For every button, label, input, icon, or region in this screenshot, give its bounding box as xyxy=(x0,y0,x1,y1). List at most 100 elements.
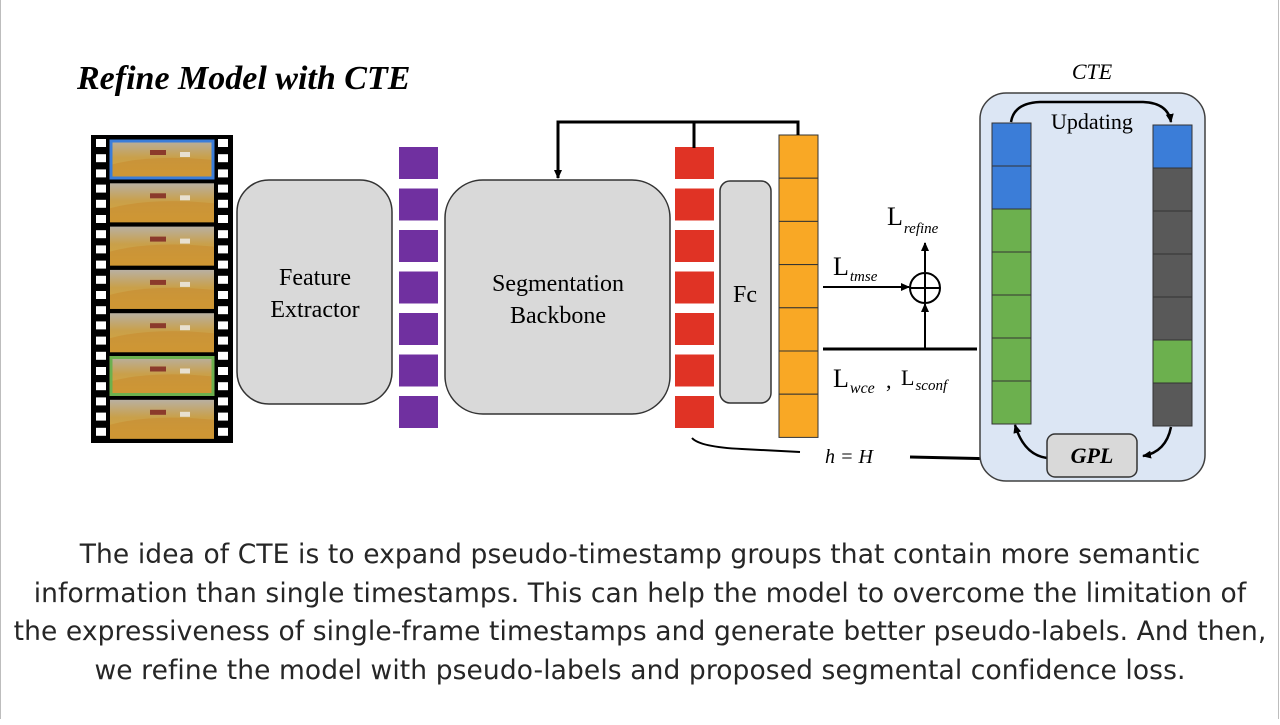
red-to-h-curve xyxy=(691,437,801,453)
fc-block: Fc xyxy=(719,180,772,404)
sprocket-hole xyxy=(218,215,228,223)
sprocket-hole xyxy=(96,291,106,299)
frame-object xyxy=(180,195,190,201)
sprocket-hole xyxy=(96,169,106,178)
frame-object xyxy=(180,411,190,417)
sprocket-hole xyxy=(96,336,106,345)
frame-table-surface xyxy=(110,374,214,396)
frame-highlight-blue xyxy=(109,139,215,180)
segmentation-backbone-label-line1: Segmentation xyxy=(492,271,624,297)
prediction-cell xyxy=(778,177,819,222)
cte-input-cell xyxy=(991,337,1032,382)
feature-extractor-box xyxy=(236,179,393,405)
sprocket-hole xyxy=(96,367,106,375)
sprocket-hole xyxy=(218,245,228,254)
backbone-output-column xyxy=(675,147,714,428)
cte-input-column xyxy=(991,122,1032,425)
backbone-output-cell xyxy=(675,147,714,179)
frame-object xyxy=(150,193,166,199)
sprocket-hole xyxy=(218,139,228,147)
sprocket-hole xyxy=(218,397,228,406)
backbone-output-cell xyxy=(675,354,714,387)
sprocket-hole xyxy=(96,154,106,163)
sprocket-hole xyxy=(218,382,228,391)
feature-vector-cell xyxy=(399,230,438,262)
sprocket-hole xyxy=(96,351,106,360)
cte-output-cell xyxy=(1152,296,1193,341)
sprocket-hole xyxy=(96,306,106,315)
slide-title: Refine Model with CTE xyxy=(76,60,410,97)
prediction-cell xyxy=(778,393,819,438)
right-to-gpl-arrow xyxy=(1142,426,1173,459)
video-frame-thumbnail xyxy=(110,183,214,223)
backbone-output-cell xyxy=(675,188,714,221)
cte-output-cell xyxy=(1152,167,1193,212)
sprocket-hole xyxy=(218,351,228,360)
backbone-output-cell xyxy=(675,271,714,304)
sprocket-hole xyxy=(218,367,228,375)
cte-updating-label: Updating xyxy=(1051,109,1133,134)
video-frame-thumbnail xyxy=(109,139,215,180)
sprocket-hole xyxy=(96,321,106,330)
loss-refine-label: Lrefine xyxy=(887,202,939,237)
video-frame-thumbnail xyxy=(110,313,214,353)
sprocket-hole xyxy=(218,230,228,239)
feature-extractor-label-line2: Extractor xyxy=(270,297,359,323)
sprocket-hole xyxy=(96,230,106,239)
sprocket-hole xyxy=(218,336,228,345)
sprocket-hole xyxy=(96,427,106,436)
sprocket-hole xyxy=(218,427,228,436)
h-equation-label: h = H xyxy=(825,446,874,468)
frame-object xyxy=(150,323,166,329)
sprocket-hole xyxy=(218,260,228,269)
cte-input-cell xyxy=(991,294,1032,339)
sprocket-hole xyxy=(218,275,228,284)
cte-input-cell xyxy=(991,165,1032,210)
gpl-box xyxy=(1046,433,1138,478)
cte-output-cell xyxy=(1152,210,1193,255)
frame-table-surface xyxy=(110,417,214,439)
fc-label: Fc xyxy=(733,282,757,308)
sprocket-hole xyxy=(96,397,106,406)
frame-object xyxy=(180,238,190,244)
cte-output-cell xyxy=(1152,339,1193,384)
feature-vector-cell xyxy=(399,396,438,428)
sprocket-hole xyxy=(96,412,106,421)
loss-wce-label: Lwce xyxy=(833,364,875,397)
frame-table-surface xyxy=(110,244,214,266)
sprocket-hole xyxy=(96,139,106,147)
feature-vector-cell xyxy=(399,354,438,387)
feature-vector-cell xyxy=(399,313,438,345)
sprocket-hole xyxy=(218,321,228,330)
sprocket-hole xyxy=(96,275,106,284)
video-frame-thumbnail xyxy=(110,399,214,439)
sprocket-hole xyxy=(218,199,228,208)
cte-input-cell xyxy=(991,208,1032,253)
cte-panel xyxy=(979,92,1206,482)
cte-output-column xyxy=(1152,124,1193,427)
sprocket-hole xyxy=(218,184,228,193)
prediction-cell xyxy=(778,350,819,395)
cte-output-cell xyxy=(1152,124,1193,169)
prediction-cell xyxy=(778,264,819,309)
prediction-column xyxy=(778,134,819,438)
sprocket-hole xyxy=(96,260,106,269)
prediction-cell xyxy=(778,220,819,266)
gpl-block: GPL xyxy=(1046,433,1138,478)
frame-object xyxy=(150,409,166,415)
video-frames xyxy=(109,139,215,439)
cte-module: CTE Updating GPL xyxy=(979,59,1206,482)
fc-box xyxy=(719,180,772,404)
feature-extractor-label-line1: Feature xyxy=(279,265,351,291)
frame-object xyxy=(180,152,190,157)
video-frame-thumbnail xyxy=(110,269,214,309)
cte-input-cell xyxy=(991,380,1032,425)
cte-output-cell xyxy=(1152,253,1193,298)
prediction-cell xyxy=(778,134,819,179)
updating-arrow xyxy=(1009,100,1174,123)
loss-tmse-label: Ltmse xyxy=(833,252,878,285)
feedback-arrow-line xyxy=(554,120,800,179)
cte-input-cell xyxy=(991,251,1032,296)
